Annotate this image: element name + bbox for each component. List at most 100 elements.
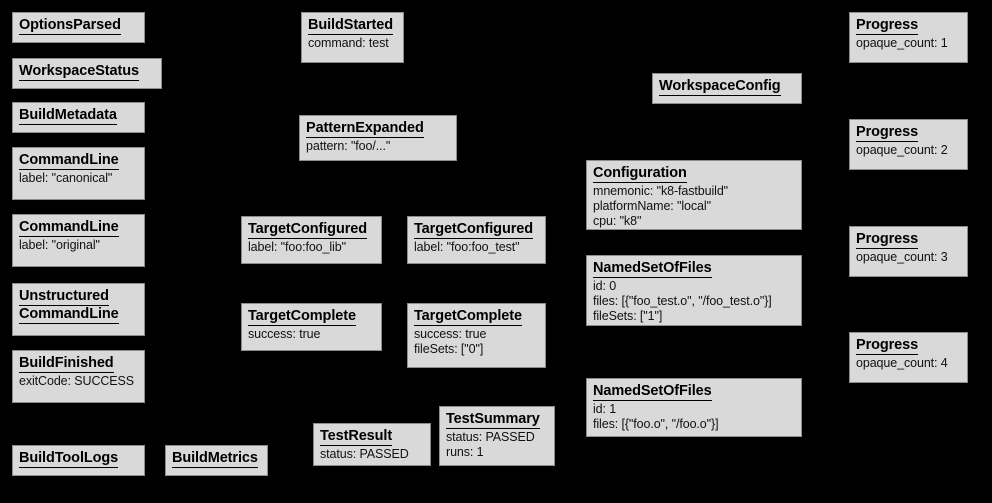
node-title-line: BuildMetadata [19, 107, 117, 125]
node-build-tool-logs[interactable]: BuildToolLogs [12, 445, 145, 476]
node-property: label: "canonical" [19, 171, 113, 185]
node-property: status: PASSED [320, 447, 409, 461]
node-property: opaque_count: 2 [856, 143, 948, 157]
node-properties: opaque_count: 3 [856, 250, 961, 265]
node-title-line: BuildStarted [308, 17, 394, 35]
node-title: TargetComplete [248, 308, 375, 326]
node-properties: command: test [308, 36, 397, 51]
node-property: label: "foo:foo_lib" [248, 240, 346, 254]
node-title: TestSummary [446, 411, 548, 429]
node-property: cpu: "k8" [593, 214, 642, 228]
node-property: platformName: "local" [593, 199, 711, 213]
node-property: files: [{"foo.o", "/foo.o"}] [593, 417, 719, 431]
node-property: success: true [414, 327, 487, 341]
node-property: id: 0 [593, 279, 617, 293]
node-title: Progress [856, 231, 961, 249]
node-properties: mnemonic: "k8-fastbuild"platformName: "l… [593, 184, 795, 229]
node-title-line: NamedSetOfFiles [593, 383, 712, 401]
node-properties: opaque_count: 1 [856, 36, 961, 51]
node-properties: label: "original" [19, 238, 138, 253]
node-build-metrics[interactable]: BuildMetrics [165, 445, 268, 476]
node-title: OptionsParsed [19, 17, 138, 35]
node-workspace-status[interactable]: WorkspaceStatus [12, 58, 162, 89]
node-title-line: TargetConfigured [414, 221, 533, 239]
node-property: opaque_count: 4 [856, 356, 948, 370]
node-properties: label: "foo:foo_test" [414, 240, 539, 255]
node-title: WorkspaceStatus [19, 63, 155, 81]
node-title: TargetConfigured [248, 221, 375, 239]
node-options-parsed[interactable]: OptionsParsed [12, 12, 145, 43]
node-title-line: Configuration [593, 165, 687, 183]
node-title: CommandLine [19, 219, 138, 237]
node-title: Progress [856, 124, 961, 142]
node-title-line: PatternExpanded [306, 120, 424, 138]
node-property: status: PASSED [446, 430, 535, 444]
node-title-line: BuildMetrics [172, 450, 258, 468]
node-title: TargetComplete [414, 308, 539, 326]
node-property: mnemonic: "k8-fastbuild" [593, 184, 729, 198]
node-title: WorkspaceConfig [659, 78, 795, 96]
node-title: NamedSetOfFiles [593, 260, 795, 278]
node-title-line: TestSummary [446, 411, 540, 429]
node-property: opaque_count: 3 [856, 250, 948, 264]
node-title-line: TargetComplete [248, 308, 356, 326]
node-property: runs: 1 [446, 445, 484, 459]
node-properties: exitCode: SUCCESS [19, 374, 138, 389]
node-property: label: "original" [19, 238, 100, 252]
node-property: exitCode: SUCCESS [19, 374, 135, 388]
node-workspace-config[interactable]: WorkspaceConfig [652, 73, 802, 104]
node-title-line: Progress [856, 337, 919, 355]
node-property: opaque_count: 1 [856, 36, 948, 50]
node-properties: pattern: "foo/..." [306, 139, 450, 154]
node-title-line: BuildFinished [19, 355, 114, 373]
node-properties: success: true [248, 327, 375, 342]
node-title-line: OptionsParsed [19, 17, 121, 35]
node-title: BuildFinished [19, 355, 138, 373]
node-property: files: [{"foo_test.o", "/foo_test.o"}] [593, 294, 772, 308]
node-title-line: CommandLine [19, 152, 119, 170]
node-title-line: CommandLine [19, 306, 119, 324]
node-title: Progress [856, 17, 961, 35]
node-property: command: test [308, 36, 389, 50]
node-property: success: true [248, 327, 321, 341]
node-property: id: 1 [593, 402, 617, 416]
node-title-line: Progress [856, 231, 919, 249]
node-title-line: Progress [856, 124, 919, 142]
node-title-line: Progress [856, 17, 919, 35]
node-property: fileSets: ["0"] [414, 342, 484, 356]
node-title: Progress [856, 337, 961, 355]
node-property: pattern: "foo/..." [306, 139, 391, 153]
node-properties: label: "canonical" [19, 171, 138, 186]
node-title-line: CommandLine [19, 219, 119, 237]
node-title: BuildMetrics [172, 450, 261, 468]
node-title: BuildToolLogs [19, 450, 138, 468]
node-title: PatternExpanded [306, 120, 450, 138]
node-build-metadata[interactable]: BuildMetadata [12, 102, 145, 133]
node-title-line: NamedSetOfFiles [593, 260, 712, 278]
